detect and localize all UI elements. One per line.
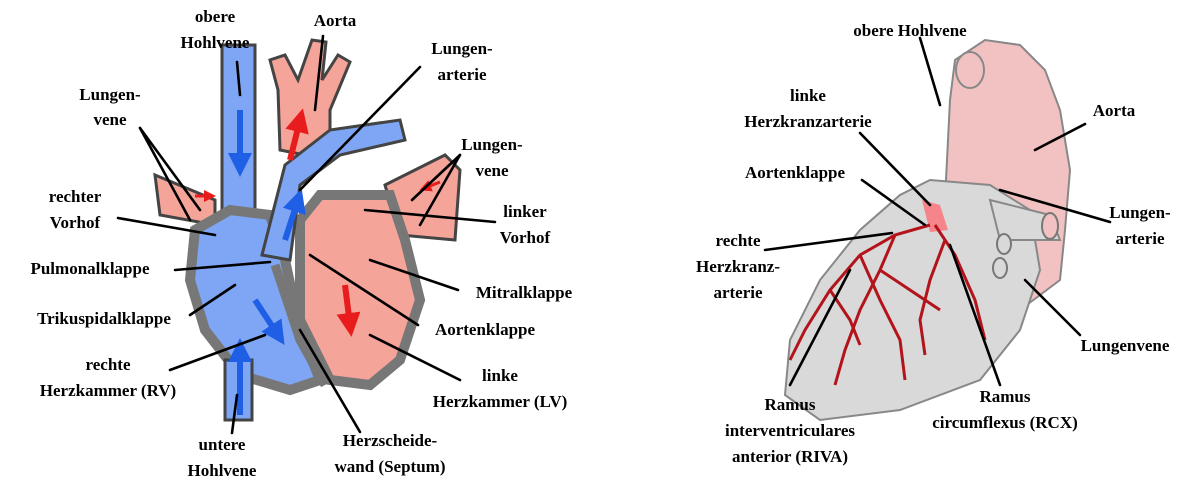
label-aorta-left: Aorta [314,11,357,30]
label-lungenvene-left: Lungen-vene [79,85,141,129]
vessel-opening-shape [1042,213,1058,239]
label-mitralklappe: Mitralklappe [476,283,573,302]
vessel-opening-shape [956,52,984,88]
label-lungenarterie-left: Lungen-arterie [431,39,493,84]
vessel-opening-shape [997,234,1011,254]
label-pulmonalklappe: Pulmonalklappe [30,259,149,278]
heart-exterior [785,40,1070,420]
left-heart-shape [300,195,420,385]
label-lungenarterie-right: Lungen-arterie [1109,203,1171,248]
label-aortenklappe-left: Aortenklappe [435,320,536,339]
label-lungenvene-right: Lungen-vene [461,135,523,180]
label-obere-hohlvene-right: obere Hohlvene [853,21,967,40]
label-herzscheidewand: Herzscheide-wand (Septum) [335,431,446,476]
heart-cross-section [155,40,460,420]
label-aortenklappe-right: Aortenklappe [745,163,846,182]
vessel-opening-shape [993,258,1007,278]
label-lungenvene-right: Lungenvene [1081,336,1170,355]
label-aorta-right: Aorta [1093,101,1136,120]
label-trikuspidalklappe: Trikuspidalklappe [37,309,171,328]
left-pulmonary-vein-shape [155,175,215,225]
